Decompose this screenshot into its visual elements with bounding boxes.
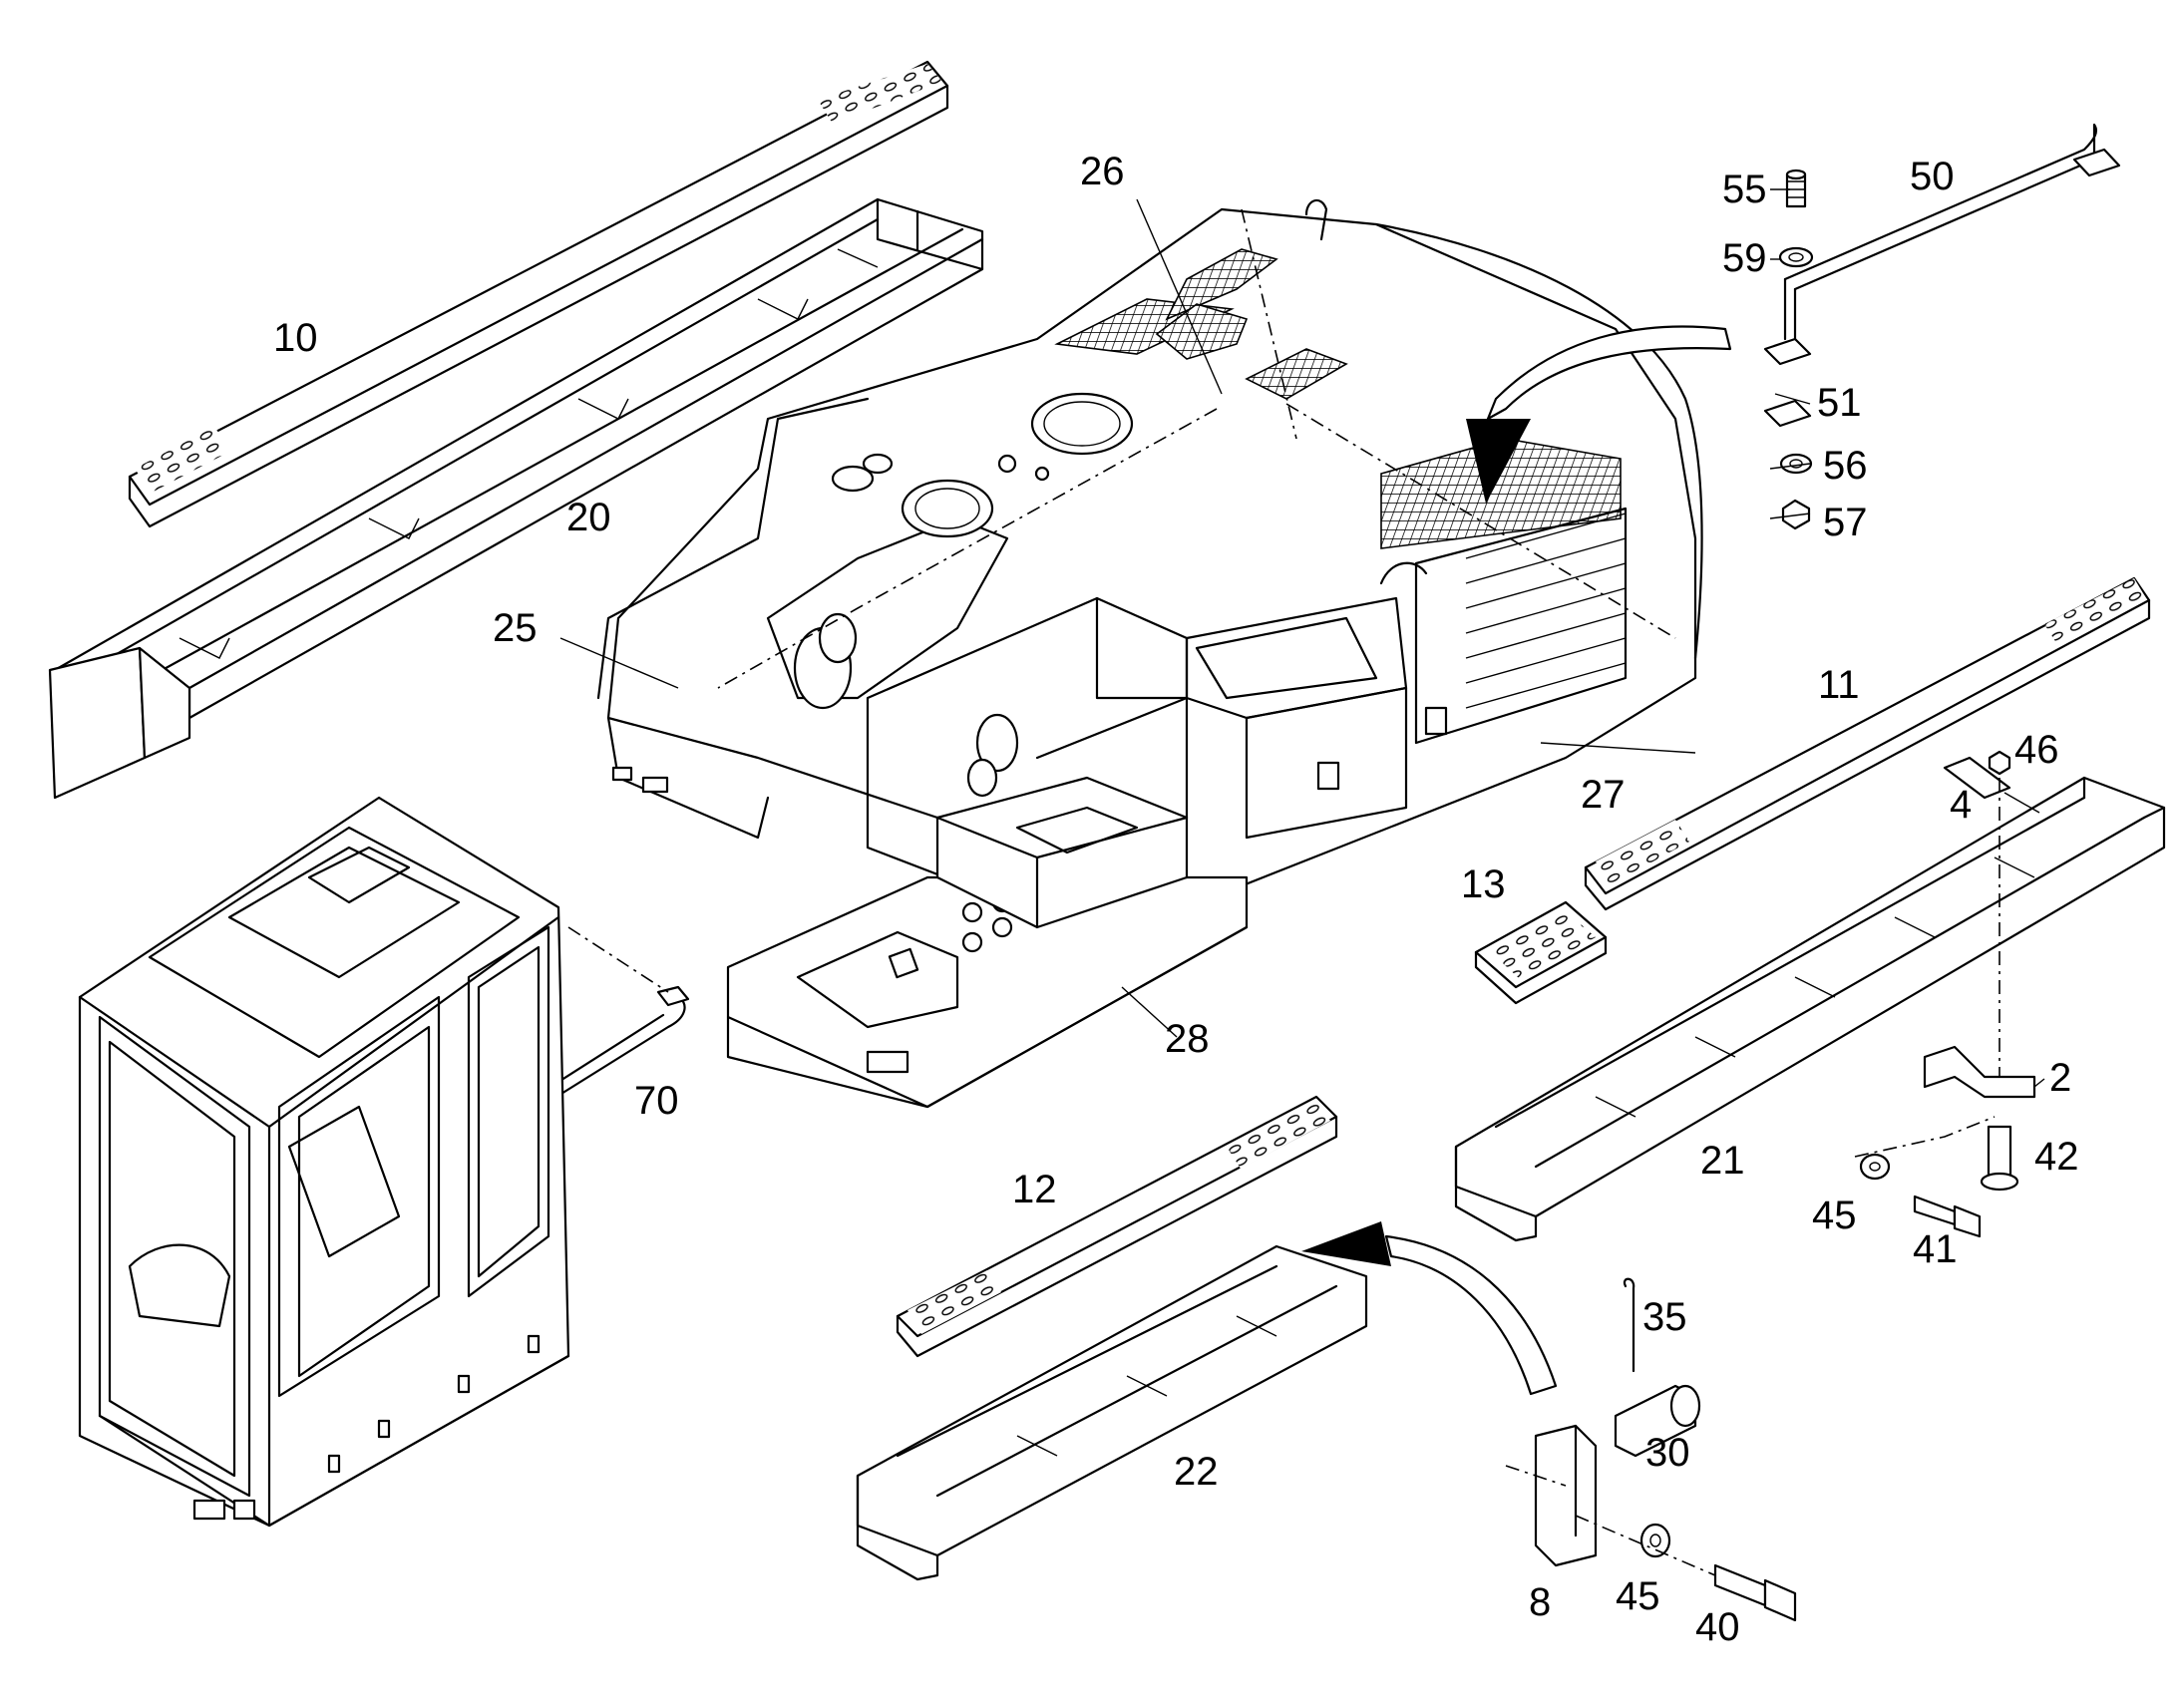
step-plate-12 <box>896 1095 1338 1358</box>
walkway-frame-22 <box>856 1244 1368 1581</box>
label-26: 26 <box>1080 150 1125 193</box>
label-51: 51 <box>1817 381 1862 425</box>
leader-lines <box>559 188 2045 1088</box>
walkway-frame-20 <box>48 197 984 800</box>
hardware-8 <box>1505 1277 1797 1622</box>
label-30: 30 <box>1645 1431 1690 1475</box>
label-8: 8 <box>1529 1580 1551 1624</box>
walkway-frame-21 <box>1454 776 2166 1242</box>
label-50: 50 <box>1910 155 1955 198</box>
step-plate-13 <box>1474 900 1608 1005</box>
label-27: 27 <box>1581 773 1626 817</box>
label-41: 41 <box>1913 1227 1958 1271</box>
label-35: 35 <box>1642 1295 1687 1339</box>
label-46: 46 <box>2014 728 2059 772</box>
label-11: 11 <box>1818 663 1860 707</box>
label-59: 59 <box>1722 236 1767 280</box>
label-55: 55 <box>1722 168 1767 211</box>
hardware-stack-50 <box>1763 123 2121 530</box>
label-2: 2 <box>2049 1056 2071 1100</box>
step-plate-10 <box>128 60 949 528</box>
label-28: 28 <box>1165 1017 1210 1061</box>
label-40: 40 <box>1695 1605 1740 1649</box>
part-labels: 10 20 26 55 50 59 51 56 57 25 11 46 4 27… <box>273 150 2079 1649</box>
label-22: 22 <box>1174 1450 1219 1494</box>
label-56: 56 <box>1823 444 1868 488</box>
label-4: 4 <box>1950 783 1972 827</box>
label-20: 20 <box>566 496 611 539</box>
label-45b: 45 <box>1616 1574 1660 1618</box>
label-42: 42 <box>2034 1135 2079 1179</box>
label-57: 57 <box>1823 501 1868 544</box>
label-45a: 45 <box>1812 1194 1857 1237</box>
hardware-21 <box>1854 750 2036 1238</box>
label-25: 25 <box>493 606 538 650</box>
label-10: 10 <box>273 316 318 360</box>
step-plate-11 <box>1584 576 2151 911</box>
insertion-arrow-upper <box>1466 325 1732 504</box>
label-21: 21 <box>1700 1139 1745 1183</box>
label-12: 12 <box>1012 1168 1057 1211</box>
label-13: 13 <box>1461 862 1506 906</box>
insertion-arrow-lower <box>1301 1221 1558 1396</box>
operator-cab <box>78 796 570 1528</box>
label-70: 70 <box>634 1079 679 1123</box>
upper-frame-body <box>596 198 1703 1109</box>
